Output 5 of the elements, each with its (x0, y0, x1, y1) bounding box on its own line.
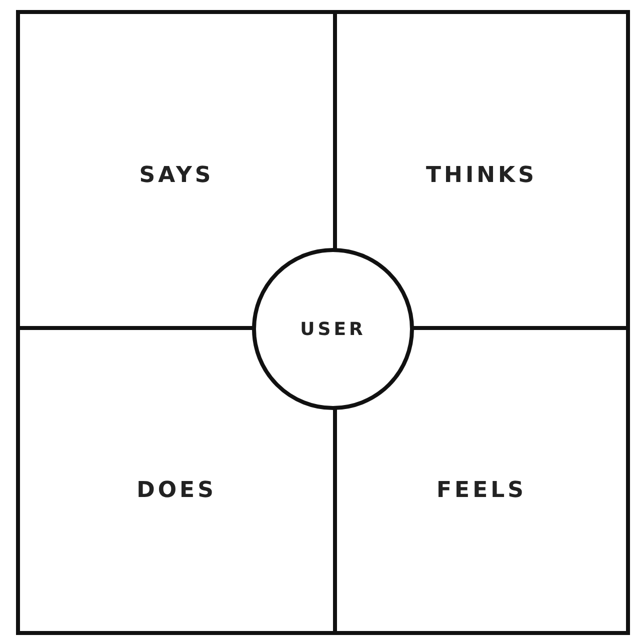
quadrant-label: THINKS (426, 162, 537, 188)
center-label: USER (300, 318, 366, 340)
quadrant-label: DOES (136, 478, 216, 503)
quadrant-label: FEELS (436, 478, 526, 503)
quadrant-label: SAYS (139, 162, 214, 188)
